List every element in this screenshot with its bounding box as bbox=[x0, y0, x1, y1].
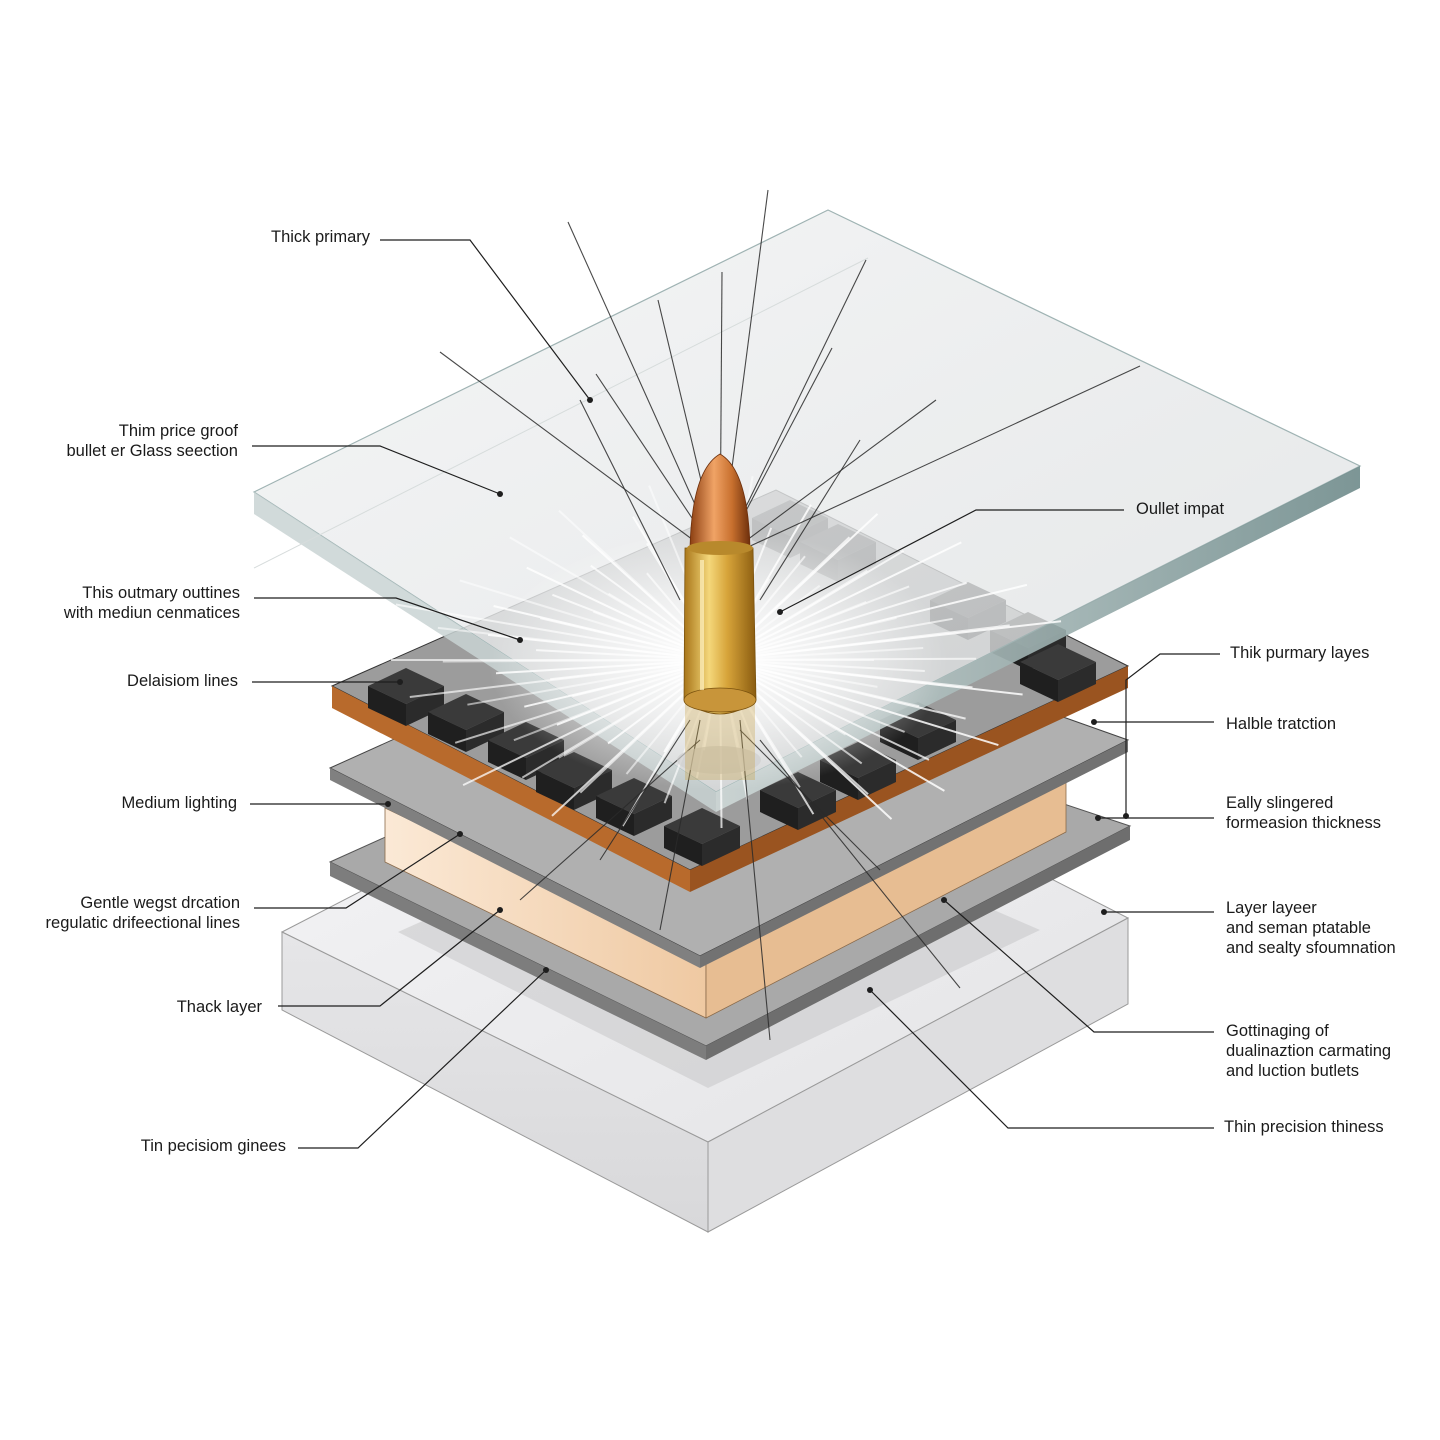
label-medium-lighting: Medium lighting bbox=[121, 794, 391, 812]
label-text: Gottinaging of bbox=[1226, 1022, 1329, 1040]
bullet-icon bbox=[677, 453, 761, 780]
label-text: This outmary outtines bbox=[82, 584, 240, 602]
leader-dot bbox=[497, 907, 503, 913]
leader-line bbox=[943, 899, 1214, 1033]
label-text: Eally slingered bbox=[1226, 794, 1333, 812]
label-text: and sealty sfoumnation bbox=[1226, 939, 1396, 957]
label-text: Medium lighting bbox=[121, 794, 237, 812]
label-this-outmary: This outmary outtines with mediun cenmati… bbox=[63, 584, 523, 643]
chip bbox=[428, 694, 504, 752]
leader-line bbox=[869, 989, 1214, 1129]
shatter-ray bbox=[462, 659, 721, 786]
label-layer-layeer: Layer layeer and seman ptatable and sealty… bbox=[1101, 899, 1396, 957]
label-thin-precision: Thin precision thiness bbox=[867, 987, 1384, 1136]
shard-line bbox=[759, 439, 861, 601]
shatter-ray bbox=[459, 579, 721, 661]
leader-line bbox=[380, 239, 591, 401]
label-text: Layer layeer bbox=[1226, 899, 1317, 917]
shard-line bbox=[599, 719, 691, 861]
shard-line bbox=[759, 739, 961, 989]
label-text: Thack layer bbox=[177, 998, 263, 1016]
shatter-ray bbox=[719, 659, 1023, 696]
leader-dot bbox=[397, 679, 403, 685]
label-text: Gentle wegst drcation bbox=[80, 894, 240, 912]
label-halble-traction: Halble tratction bbox=[1091, 715, 1336, 733]
leader-dot bbox=[517, 637, 523, 643]
leader-line bbox=[779, 509, 1124, 613]
leader-dot bbox=[867, 987, 873, 993]
shatter-ray bbox=[437, 626, 721, 661]
shatter-ray bbox=[719, 657, 977, 661]
leader-line bbox=[252, 445, 501, 495]
label-thack-layer: Thack layer bbox=[177, 907, 503, 1016]
shard-line bbox=[439, 351, 721, 561]
leader-dot bbox=[587, 397, 593, 403]
leader-dot bbox=[497, 491, 503, 497]
leader-line bbox=[1125, 653, 1220, 816]
shatter-ray bbox=[719, 581, 967, 661]
leader-line bbox=[298, 969, 547, 1149]
label-text: Delaisiom lines bbox=[127, 672, 238, 690]
label-oullet-impat: Oullet impat bbox=[777, 500, 1224, 615]
label-text: Thik purmary layes bbox=[1230, 644, 1369, 662]
label-thick-primary: Thick primary bbox=[271, 228, 593, 403]
shard-line bbox=[719, 399, 937, 561]
shard-line bbox=[579, 399, 681, 601]
shatter-ray bbox=[493, 605, 721, 661]
label-gentle-wegst: Gentle wegst drcation regulatic drifeecti… bbox=[46, 831, 463, 932]
leader-dot bbox=[385, 801, 391, 807]
leader-line bbox=[254, 833, 461, 909]
shatter-ray bbox=[719, 541, 962, 661]
leader-dot bbox=[543, 967, 549, 973]
label-thin-price-groof: Thim price groof bullet er Glass seection bbox=[66, 422, 503, 497]
label-text: Thin precision thiness bbox=[1224, 1118, 1384, 1136]
leader-dot bbox=[457, 831, 463, 837]
label-text: Tin pecisiom ginees bbox=[141, 1137, 286, 1155]
shard-line bbox=[719, 365, 1141, 561]
leader-dot bbox=[941, 897, 947, 903]
label-gottinaging: Gottinaging of dualinaztion carmating and … bbox=[941, 897, 1391, 1080]
label-text: Oullet impat bbox=[1136, 500, 1224, 518]
shatter-ray bbox=[719, 659, 966, 720]
shard-line bbox=[739, 729, 881, 871]
leader-dot bbox=[1091, 719, 1097, 725]
shatter-ray bbox=[467, 659, 721, 706]
leader-dot bbox=[1101, 909, 1107, 915]
label-text: formeasion thickness bbox=[1226, 814, 1381, 832]
label-thik-purmary: Thik purmary layes bbox=[1123, 644, 1369, 819]
label-text: Halble tratction bbox=[1226, 715, 1336, 733]
label-text: bullet er Glass seection bbox=[66, 442, 238, 460]
shatter-ray bbox=[495, 659, 721, 675]
shatter-ray bbox=[395, 603, 721, 661]
chip bbox=[1020, 644, 1096, 702]
label-text: dualinaztion carmating bbox=[1226, 1042, 1391, 1060]
leader-line bbox=[278, 909, 501, 1007]
leader-dot bbox=[1095, 815, 1101, 821]
shatter-ray bbox=[719, 620, 1062, 661]
leader-line bbox=[254, 597, 521, 641]
label-delaisiom-lines: Delaisiom lines bbox=[127, 672, 403, 690]
shard-line bbox=[519, 739, 701, 901]
shard-line bbox=[739, 719, 771, 1041]
label-text: with mediun cenmatices bbox=[63, 604, 240, 622]
shatter-ray bbox=[719, 659, 999, 747]
label-tin-pecisiom: Tin pecisiom ginees bbox=[141, 967, 549, 1155]
label-text: regulatic drifeectional lines bbox=[46, 914, 240, 932]
label-eally-slingered: Eally slingered formeasion thickness bbox=[1095, 794, 1381, 832]
label-text: Thim price groof bbox=[119, 422, 239, 440]
shatter-ray bbox=[719, 617, 953, 661]
label-text: and seman ptatable bbox=[1226, 919, 1371, 937]
leader-dot bbox=[777, 609, 783, 615]
shatter-ray bbox=[454, 659, 721, 744]
label-text: Thick primary bbox=[271, 228, 371, 246]
label-text: and luction butlets bbox=[1226, 1062, 1359, 1080]
